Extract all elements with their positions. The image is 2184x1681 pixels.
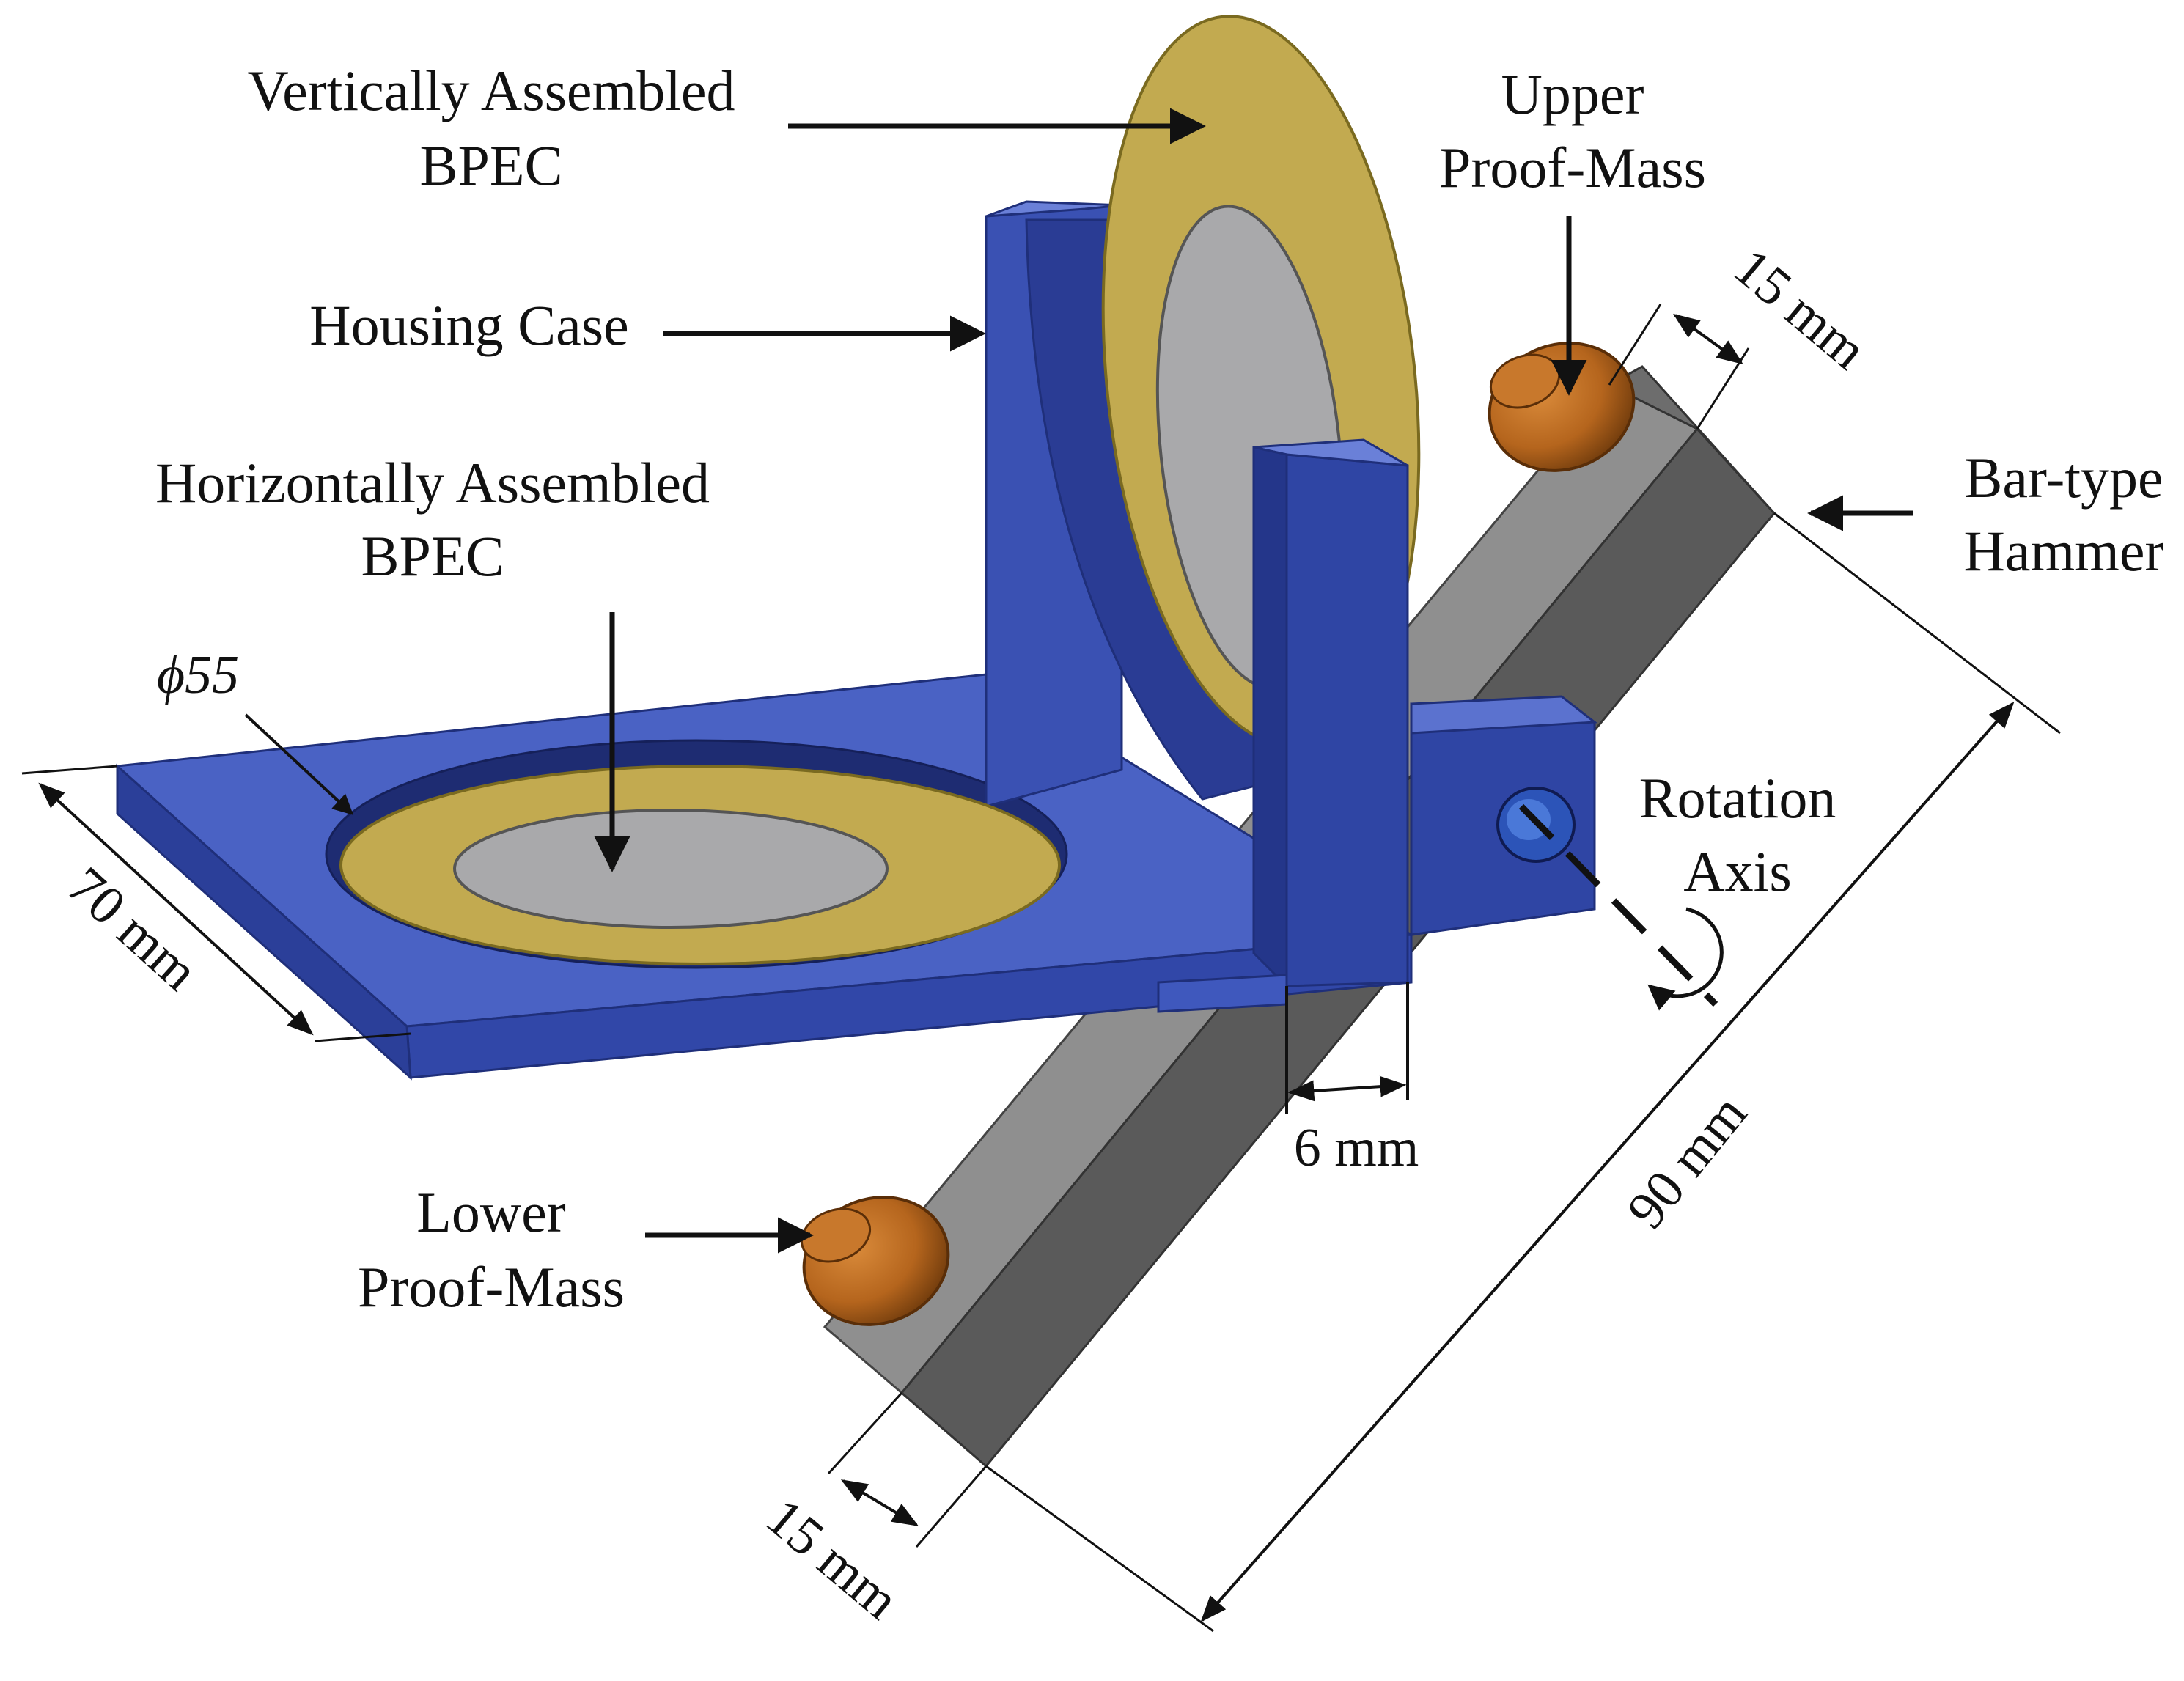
label-vertical-bpec-line1: Vertically Assembled (247, 59, 735, 122)
label-bar-hammer-line1: Bar-type (1964, 446, 2163, 510)
dim-bar-length: 90 mm (1616, 1084, 1758, 1240)
dimension-lines (21, 304, 2061, 1633)
label-upper-mass-line1: Upper (1501, 62, 1644, 126)
horizontal-bpec-ceramic (453, 809, 889, 929)
front-post-side (1252, 446, 1288, 989)
label-lower-mass-line1: Lower (416, 1180, 566, 1244)
label-rotation-axis-line1: Rotation (1639, 766, 1836, 830)
dim-line-6mm (1287, 1075, 1407, 1102)
dim-line-15mm-bottom (840, 1479, 919, 1526)
label-rotation-axis-line2: Axis (1683, 839, 1791, 903)
label-upper-mass-line2: Proof-Mass (1439, 136, 1706, 199)
leader-arrows (244, 108, 1913, 1254)
lower-proof-mass (800, 1196, 950, 1326)
horizontal-bpec (339, 765, 1061, 965)
dim-line-90mm (1200, 702, 2015, 1622)
dim-line-70mm (38, 782, 314, 1036)
dim-wall-thickness: 6 mm (1294, 1118, 1419, 1178)
dim-diameter: ϕ55 (157, 645, 239, 705)
upper-proof-mass (1488, 342, 1636, 472)
leader-diameter (244, 713, 354, 815)
label-horizontal-bpec-line1: Horizontally Assembled (155, 451, 710, 515)
dim-bar-width-top: 15 mm (1723, 237, 1878, 380)
label-housing-case: Housing Case (309, 293, 628, 357)
front-post-face (1285, 453, 1409, 987)
front-wall-post (1252, 438, 1409, 989)
dim-line-15mm-top (1673, 313, 1743, 365)
label-vertical-bpec-line2: BPEC (419, 133, 562, 197)
dim-plate-width: 70 mm (56, 856, 209, 1002)
label-horizontal-bpec-line2: BPEC (361, 524, 504, 588)
base-slot (1157, 974, 1288, 1013)
label-lower-mass-line2: Proof-Mass (358, 1255, 625, 1319)
label-bar-hammer-line2: Hammer (1964, 519, 2164, 583)
